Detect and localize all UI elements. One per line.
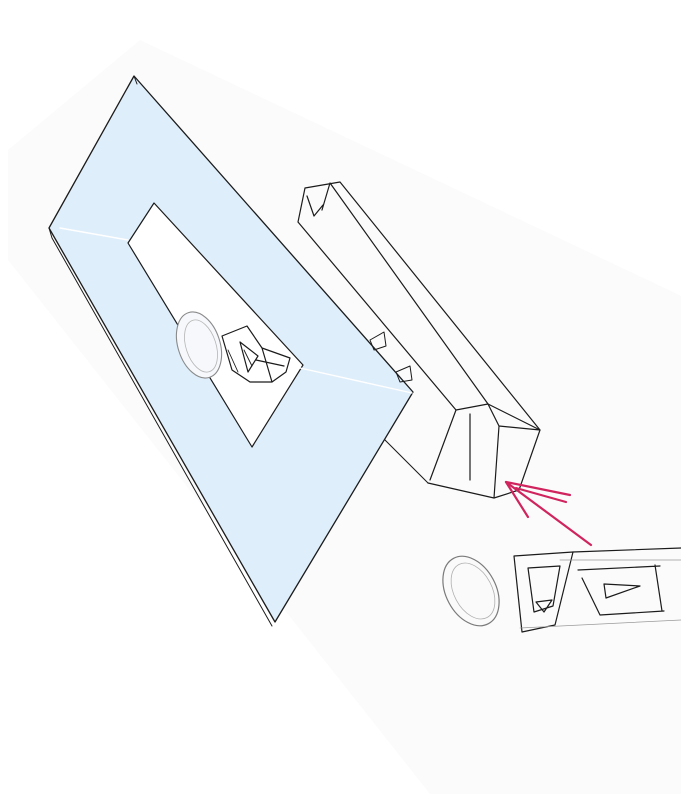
sketch-canvas <box>0 0 681 794</box>
